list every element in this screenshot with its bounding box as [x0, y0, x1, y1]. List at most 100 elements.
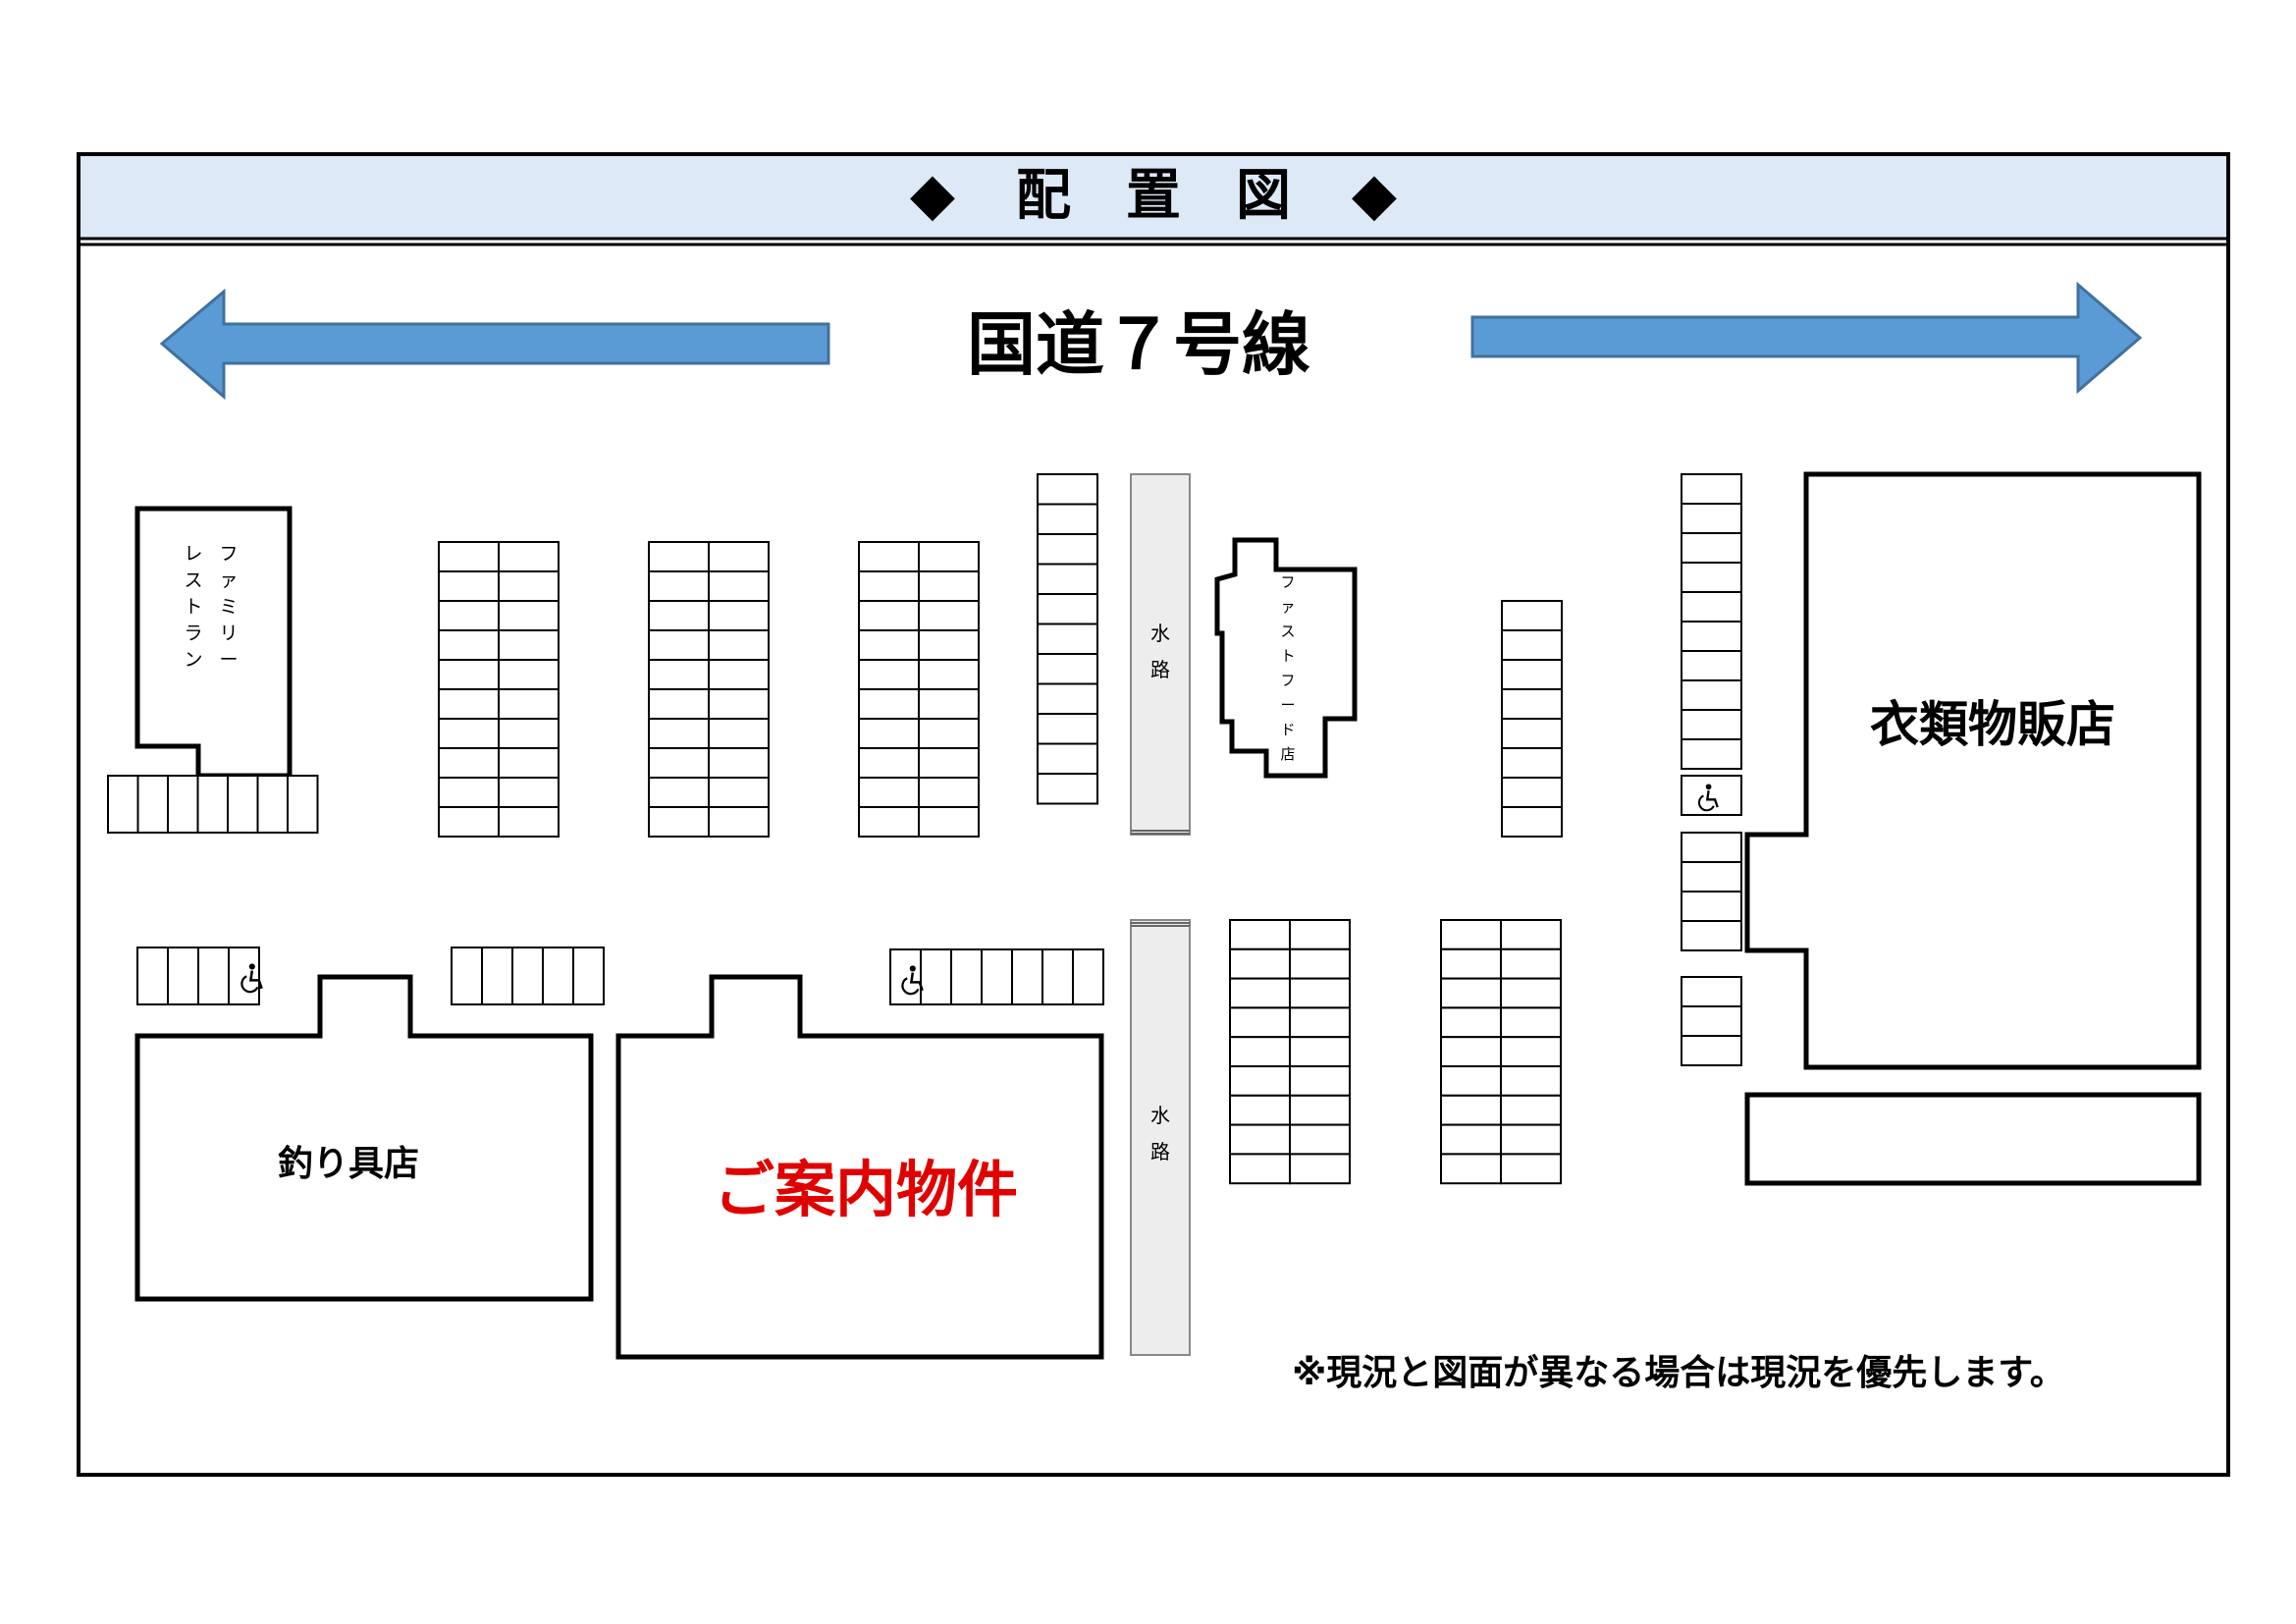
parking-space — [197, 947, 230, 1005]
parking-lots — [107, 473, 1742, 1185]
parking-space — [1229, 1094, 1291, 1126]
parking-space — [858, 688, 920, 720]
parking-space — [648, 718, 710, 749]
family-restaurant-label: ファミリーレストラン — [184, 543, 238, 671]
parking-space — [1681, 920, 1742, 951]
parking-space — [708, 600, 770, 631]
parking-space — [708, 541, 770, 572]
parking-space — [858, 541, 920, 572]
wheelchair-icon — [240, 963, 263, 994]
parking-space — [1681, 1035, 1742, 1066]
wheelchair-icon — [1697, 784, 1719, 812]
parking-space — [498, 570, 560, 602]
parking-space — [1229, 919, 1291, 950]
road-label: 国道７号線 — [967, 304, 1310, 385]
parking-space — [498, 806, 560, 838]
parking-space — [1229, 1065, 1291, 1097]
parking-space — [1681, 532, 1742, 564]
parking-space — [438, 806, 500, 838]
parking-space — [498, 541, 560, 572]
parking-space — [981, 948, 1013, 1005]
parking-space — [1440, 1065, 1502, 1097]
parking-space — [1681, 503, 1742, 534]
parking-space — [1440, 1094, 1502, 1126]
parking-space — [1500, 1036, 1562, 1067]
parking-space — [1289, 947, 1351, 980]
parking-space — [1681, 976, 1742, 1007]
parking-space — [1037, 773, 1098, 805]
parking-space — [858, 629, 920, 661]
parking-space — [1501, 600, 1563, 631]
parking-space — [918, 718, 980, 749]
parking-space — [1037, 503, 1098, 535]
parking-space — [1289, 1065, 1351, 1097]
parking-space — [451, 947, 483, 1005]
family-restaurant-building — [134, 506, 293, 779]
parking-space — [438, 718, 500, 749]
parking-space — [1229, 1153, 1291, 1185]
fast-food-building — [1214, 537, 1358, 779]
parking-space — [708, 659, 770, 690]
parking-space — [1681, 562, 1742, 593]
parking-space — [1289, 1006, 1351, 1039]
parking-block — [648, 541, 770, 838]
parking-space — [918, 629, 980, 661]
fishing-store-label: 釣り具店 — [278, 1144, 419, 1184]
parking-space — [438, 688, 500, 720]
parking-space — [1501, 718, 1563, 749]
parking-space — [1289, 1123, 1351, 1156]
restaurant-parking — [107, 775, 319, 834]
parking-space — [438, 570, 500, 602]
parking-block — [858, 541, 980, 838]
parking-space — [858, 777, 920, 808]
parking-space — [858, 570, 920, 602]
parking-block — [136, 947, 260, 1005]
parking-space — [918, 777, 980, 808]
parking-space — [1289, 919, 1351, 950]
parking-space — [438, 777, 500, 808]
accessible-spaces — [240, 784, 1719, 996]
parking-space — [708, 777, 770, 808]
parking-space — [498, 688, 560, 720]
parking-space — [918, 806, 980, 838]
parking-space — [1681, 1005, 1742, 1037]
waterway-label: 水路 — [1150, 622, 1170, 681]
parking-space — [167, 775, 199, 834]
parking-space — [1037, 563, 1098, 595]
parking-space — [1500, 1123, 1562, 1156]
parking-space — [648, 806, 710, 838]
parking-space — [708, 570, 770, 602]
parking-space — [1041, 948, 1074, 1005]
parking-space — [1681, 891, 1742, 922]
fast-food-label: ファストフード店 — [1280, 573, 1295, 763]
parking-space — [136, 947, 169, 1005]
parking-space — [1500, 919, 1562, 950]
parking-space — [858, 659, 920, 690]
parking-space — [648, 777, 710, 808]
parking-space — [498, 629, 560, 661]
parking-space — [708, 629, 770, 661]
parking-space — [498, 659, 560, 690]
parking-space — [438, 541, 500, 572]
parking-block — [1681, 832, 1742, 951]
featured-property-building — [615, 974, 1104, 1360]
parking-space — [918, 659, 980, 690]
parking-space — [1037, 533, 1098, 566]
parking-space — [1229, 1123, 1291, 1156]
parking-space — [438, 747, 500, 779]
parking-space — [438, 659, 500, 690]
parking-space — [481, 947, 513, 1005]
parking-space — [708, 718, 770, 749]
arrow-left-icon — [159, 288, 830, 401]
parking-space — [1037, 623, 1098, 655]
parking-space — [498, 777, 560, 808]
parking-space — [1440, 977, 1502, 1009]
parking-space — [572, 947, 605, 1005]
parking-space — [1011, 948, 1043, 1005]
parking-space — [1289, 1036, 1351, 1067]
parking-space — [228, 947, 260, 1005]
parking-space — [950, 948, 983, 1005]
diamond-icon: ◆ — [1352, 160, 1397, 229]
parking-space — [1037, 473, 1098, 506]
parking-block — [889, 948, 1104, 1005]
